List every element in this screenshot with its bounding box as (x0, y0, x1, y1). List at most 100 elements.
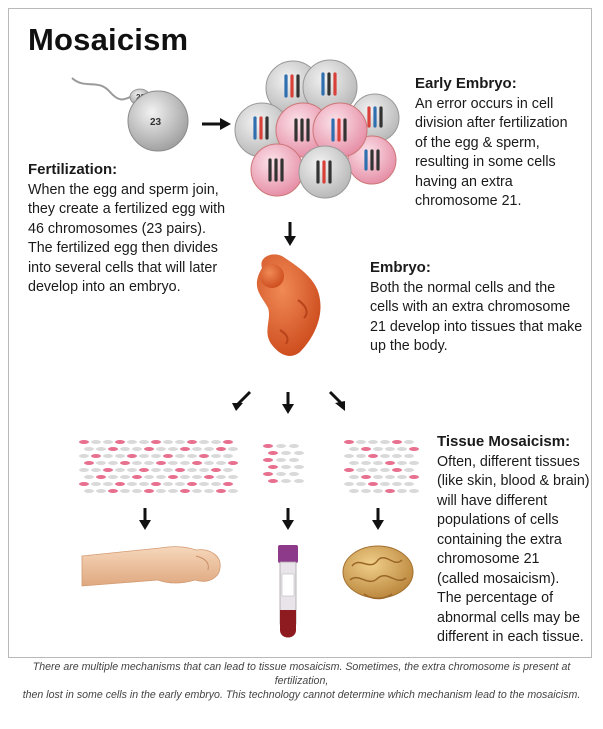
cell-mark (373, 447, 383, 451)
cell-mark (144, 475, 154, 479)
cell-mark (132, 447, 142, 451)
cell-mark (175, 440, 185, 444)
arrow-icon (282, 508, 294, 530)
cell-mark (115, 468, 125, 472)
cell-mark (223, 468, 233, 472)
cell-mark (156, 475, 166, 479)
cell-mark (276, 458, 286, 462)
cell-mark (409, 461, 419, 465)
cell-mark (163, 454, 173, 458)
cell-mark (144, 461, 154, 465)
cell-mark (356, 440, 366, 444)
cell-mark (276, 472, 286, 476)
cell-mark (187, 482, 197, 486)
cell-mark (84, 475, 94, 479)
cell-mark (392, 482, 402, 486)
brain-icon (343, 546, 413, 599)
arrow-icon (330, 392, 345, 411)
blood-cells-icon (263, 444, 304, 483)
cell-mark (91, 482, 101, 486)
cell-mark (187, 468, 197, 472)
cell-mark (263, 472, 273, 476)
cell-mark (373, 489, 383, 493)
cell-mark (115, 482, 125, 486)
cell-mark (228, 461, 238, 465)
cell-mark (192, 489, 202, 493)
cell-mark (204, 489, 214, 493)
blood-tube-icon (278, 545, 298, 638)
cell-mark (409, 475, 419, 479)
cell-mark (84, 461, 94, 465)
cell-mark (192, 461, 202, 465)
cell-mark (96, 447, 106, 451)
cell-mark (368, 468, 378, 472)
cell-mark (344, 468, 354, 472)
cell-mark (368, 482, 378, 486)
cell-mark (103, 440, 113, 444)
arrow-icon (372, 508, 384, 530)
cell-mark (268, 465, 278, 469)
cell-mark (187, 454, 197, 458)
arrow-icon (282, 392, 294, 414)
cell-mark (223, 454, 233, 458)
cell-mark (289, 458, 299, 462)
cell-mark (120, 447, 130, 451)
arm-icon (82, 547, 220, 586)
cell-mark (115, 454, 125, 458)
cell-mark (373, 461, 383, 465)
cell-mark (397, 489, 407, 493)
cell-mark (168, 461, 178, 465)
cell-mark (385, 489, 395, 493)
cell-mark (115, 440, 125, 444)
cell-mark (294, 451, 304, 455)
cell-mark (276, 444, 286, 448)
egg-label: 23 (150, 117, 162, 128)
cell-mark (132, 489, 142, 493)
cell-mark (211, 440, 221, 444)
cell-mark (349, 461, 359, 465)
cell-mark (404, 468, 414, 472)
cell-mark (356, 468, 366, 472)
cell-mark (263, 444, 273, 448)
cell-mark (108, 489, 118, 493)
cell-mark (228, 447, 238, 451)
cell-mark (192, 475, 202, 479)
cell-mark (294, 465, 304, 469)
cell-mark (103, 468, 113, 472)
cell-mark (281, 465, 291, 469)
arrow-icon (202, 118, 231, 130)
cell-mark (168, 475, 178, 479)
arrow-icon (139, 508, 151, 530)
cell-mark (79, 454, 89, 458)
cell-mark (199, 468, 209, 472)
cell-mark (127, 440, 137, 444)
cell-mark (144, 447, 154, 451)
cell-mark (409, 447, 419, 451)
cell-mark (223, 440, 233, 444)
cell-mark (151, 482, 161, 486)
cell-mark (96, 461, 106, 465)
cell-mark (84, 447, 94, 451)
cell-mark (380, 454, 390, 458)
cell-mark (156, 447, 166, 451)
cell-mark (84, 489, 94, 493)
cell-mark (356, 482, 366, 486)
cell-mark (361, 475, 371, 479)
cell-mark (404, 454, 414, 458)
cell-mark (392, 454, 402, 458)
cell-mark (175, 468, 185, 472)
cell-mark (163, 468, 173, 472)
cell-mark (216, 475, 226, 479)
arrow-icon (284, 222, 296, 246)
cell-mark (175, 482, 185, 486)
cell-mark (368, 454, 378, 458)
cell-mark (349, 489, 359, 493)
cell-mark (344, 440, 354, 444)
cell-mark (192, 447, 202, 451)
cell-mark (349, 447, 359, 451)
cell-mark (139, 482, 149, 486)
cell-mark (356, 454, 366, 458)
cell-mark (211, 468, 221, 472)
skin-cells-icon (79, 440, 238, 493)
